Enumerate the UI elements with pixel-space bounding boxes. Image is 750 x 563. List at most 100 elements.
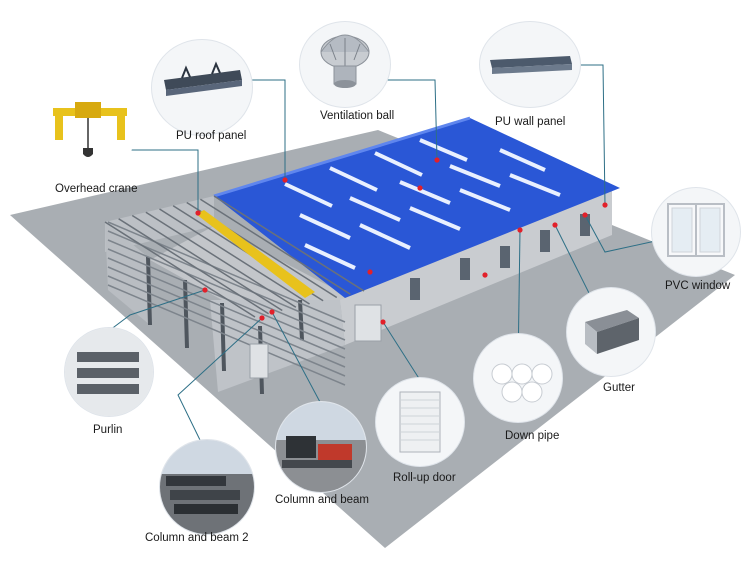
steel-column bbox=[298, 299, 304, 341]
overhead-crane-thumb bbox=[45, 88, 135, 178]
leader-line bbox=[177, 317, 263, 441]
wall-girt bbox=[107, 257, 346, 359]
roof-panel-sheet bbox=[214, 118, 620, 298]
pu-wall-panel-label: PU wall panel bbox=[495, 116, 566, 128]
column-and-beam-thumb bbox=[276, 402, 366, 492]
pu-wall-panel-thumb bbox=[480, 22, 580, 107]
gutter-thumb bbox=[567, 288, 655, 376]
roof-panel-icon bbox=[164, 61, 242, 96]
roof-purlin bbox=[159, 208, 310, 305]
marker-dot bbox=[202, 287, 208, 293]
wall-girt bbox=[107, 230, 346, 332]
marker-dot bbox=[602, 202, 608, 208]
column-and-beam-2-label: Column and beam 2 bbox=[145, 532, 249, 544]
left-wall bbox=[105, 222, 150, 325]
roof-purlin bbox=[118, 218, 270, 315]
down-pipe-thumb bbox=[474, 334, 562, 422]
side-door-opening bbox=[249, 343, 269, 379]
back-wall bbox=[105, 196, 214, 252]
leader-line bbox=[382, 321, 421, 381]
leader-line bbox=[575, 64, 606, 206]
marker-dot bbox=[482, 272, 488, 278]
wall-panel-icon bbox=[490, 56, 572, 74]
marker-dot bbox=[380, 319, 386, 325]
marker-dot bbox=[517, 227, 523, 233]
marker-dot bbox=[552, 222, 558, 228]
skylight-strip bbox=[374, 151, 423, 177]
skylight-strip bbox=[284, 182, 333, 208]
column-beam-2-icon bbox=[160, 440, 254, 534]
marker-dot bbox=[417, 185, 423, 191]
wall-window bbox=[500, 246, 510, 268]
skylight-strip bbox=[399, 180, 451, 205]
roof-purlin bbox=[131, 214, 283, 312]
marker-dot bbox=[282, 177, 288, 183]
ventilation-ball-icon bbox=[320, 34, 370, 88]
roll-up-door-thumb bbox=[376, 378, 464, 466]
skylight-strip bbox=[329, 166, 378, 192]
skylight-group bbox=[284, 138, 561, 270]
front-wall bbox=[340, 190, 612, 345]
wall-window bbox=[540, 230, 550, 252]
leader-line bbox=[271, 311, 321, 403]
marker-dot bbox=[367, 269, 373, 275]
wall-window bbox=[580, 214, 590, 236]
pu-roof-panel-thumb bbox=[152, 40, 252, 135]
skylight-strip bbox=[299, 213, 351, 240]
wall-girt bbox=[107, 266, 346, 368]
skylight-strip bbox=[304, 243, 356, 270]
skylight-strip bbox=[459, 188, 511, 212]
marker-dot bbox=[434, 157, 440, 163]
roof-purlin bbox=[199, 198, 351, 295]
wall-girt bbox=[107, 275, 346, 377]
roof-purlin bbox=[213, 195, 365, 292]
roof-purlin bbox=[104, 221, 256, 318]
marker-dot bbox=[269, 309, 275, 315]
leader-line bbox=[109, 289, 206, 331]
wall-window bbox=[410, 278, 420, 300]
purlin-thumb bbox=[65, 328, 153, 416]
wall-girt bbox=[107, 239, 346, 341]
down-pipe-label: Down pipe bbox=[505, 430, 560, 442]
leader-line bbox=[130, 149, 199, 213]
purlin-icon bbox=[65, 328, 153, 416]
overhead-crane-label: Overhead crane bbox=[55, 183, 138, 195]
marker-dot bbox=[259, 315, 265, 321]
pu-roof-panel-label: PU roof panel bbox=[176, 130, 247, 142]
roll-up-door-opening bbox=[354, 304, 382, 342]
skylight-strip bbox=[349, 196, 401, 222]
steel-column bbox=[220, 302, 226, 372]
pvc-window-thumb bbox=[652, 188, 740, 276]
column-and-beam-label: Column and beam bbox=[275, 494, 369, 506]
leader-line bbox=[584, 214, 661, 253]
end-wall bbox=[210, 300, 345, 392]
ventilation-ball-thumb bbox=[300, 22, 390, 107]
column-and-beam-2-thumb bbox=[160, 440, 254, 534]
purlin-label: Purlin bbox=[93, 424, 123, 436]
skylight-strip bbox=[419, 138, 468, 162]
skylight-strip bbox=[449, 164, 501, 188]
marker-dot bbox=[582, 212, 588, 218]
roll-up-door-label: Roll-up door bbox=[393, 472, 456, 484]
skylight-strip bbox=[499, 148, 546, 172]
steel-column bbox=[146, 256, 152, 326]
skylight-strip bbox=[509, 173, 561, 197]
wall-window bbox=[460, 258, 470, 280]
wall-girt bbox=[107, 284, 346, 386]
pvc-window-icon bbox=[667, 203, 725, 257]
crane-runway bbox=[196, 210, 315, 298]
roof-purlin bbox=[145, 211, 297, 308]
gutter-icon bbox=[585, 310, 639, 354]
pvc-window-label: PVC window bbox=[665, 280, 731, 292]
column-beam-icon bbox=[276, 402, 366, 492]
marker-dots bbox=[195, 157, 608, 325]
down-pipe-icon bbox=[491, 363, 553, 403]
skylight-strip bbox=[359, 223, 411, 250]
ventilation-ball-label: Ventilation ball bbox=[320, 110, 395, 122]
marker-dot bbox=[195, 210, 201, 216]
leader-line bbox=[252, 79, 286, 180]
overhead-crane-icon bbox=[53, 102, 127, 157]
roll-up-door-icon bbox=[399, 391, 441, 453]
